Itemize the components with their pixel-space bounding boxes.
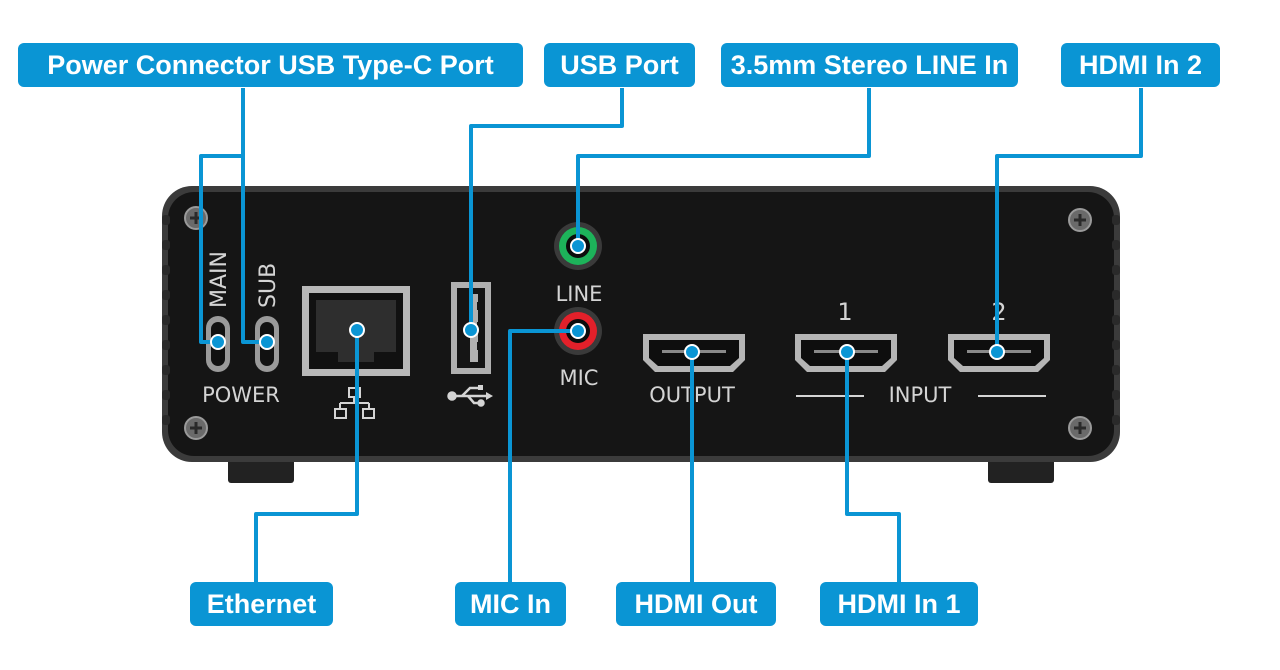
main-label: MAIN: [207, 251, 232, 308]
input-label: INPUT: [889, 383, 952, 407]
endpoint-hdmi-out: [684, 344, 700, 360]
screw-bottom-right: [1068, 416, 1092, 440]
leader-hdmi-in-2: [995, 88, 1143, 352]
sub-label: SUB: [256, 263, 281, 308]
network-icon: [334, 387, 375, 419]
screw-top-right: [1068, 208, 1092, 232]
callout-ethernet: Ethernet: [190, 582, 333, 626]
endpoint-hdmi-in-1: [839, 344, 855, 360]
leader-mic-in: [508, 329, 578, 586]
screw-top-left: [184, 206, 208, 230]
mic-label: MIC: [560, 366, 599, 390]
endpoint-mic-in: [570, 323, 586, 339]
leader-line-in: [576, 88, 871, 246]
endpoint-power-sub: [259, 334, 275, 350]
leader-usb-port: [469, 88, 624, 330]
endpoint-hdmi-in-2: [989, 344, 1005, 360]
screw-bottom-left: [184, 416, 208, 440]
callout-usb-port: USB Port: [544, 43, 695, 87]
device-body: [168, 192, 1114, 456]
usb-icon: [447, 385, 493, 407]
callout-hdmi-in-1: HDMI In 1: [820, 582, 978, 626]
leader-power-main: [199, 88, 245, 344]
power-label: POWER: [202, 383, 280, 407]
callout-line-in: 3.5mm Stereo LINE In: [721, 43, 1018, 87]
callout-hdmi-in-2: HDMI In 2: [1061, 43, 1220, 87]
input-1-label: 1: [837, 298, 852, 326]
endpoint-line-in: [570, 238, 586, 254]
endpoint-power-main: [210, 334, 226, 350]
leader-endpoints: [210, 238, 1005, 360]
callout-power-connector: Power Connector USB Type-C Port: [18, 43, 523, 87]
leader-ethernet: [254, 330, 359, 586]
endpoint-ethernet: [349, 322, 365, 338]
line-label: LINE: [556, 282, 603, 306]
leader-hdmi-in-1: [845, 352, 901, 586]
right-grip-ridges: [1112, 215, 1120, 425]
left-grip-ridges: [162, 215, 170, 425]
callout-mic-in: MIC In: [455, 582, 566, 626]
callout-hdmi-out: HDMI Out: [616, 582, 776, 626]
endpoint-usb-port: [463, 322, 479, 338]
